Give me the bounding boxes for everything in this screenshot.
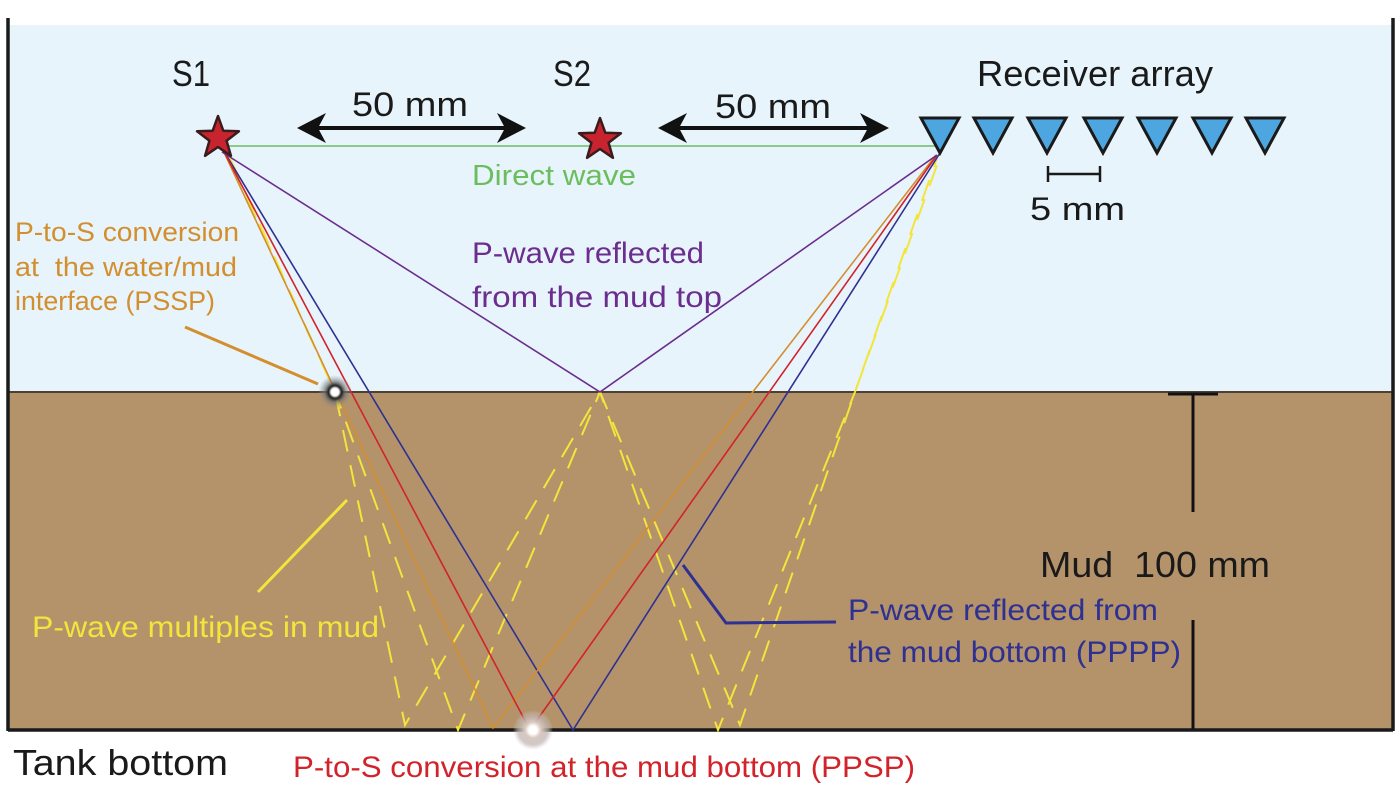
pssp-conversion-point	[318, 375, 352, 409]
direct-wave-label: Direct wave	[472, 160, 636, 192]
water-layer	[8, 25, 1393, 392]
multiples-pointer-line	[256, 498, 349, 594]
distance-s2-receivers-label: 50 mm	[715, 88, 831, 126]
pppp-pointer-line	[681, 564, 837, 625]
receiver-triangle-icon	[1243, 116, 1287, 157]
receiver-triangle-icon	[971, 116, 1015, 157]
tank-walls	[6, 18, 1395, 732]
mud-thickness-label: Mud 100 mm	[1040, 544, 1270, 585]
receiver-triangle-icon	[1190, 116, 1234, 157]
multiples-label: P-wave multiples in mud	[32, 611, 379, 644]
pssp-label-line-2: at the water/mud	[15, 252, 237, 282]
pppp-label-line-2: the mud bottom (PPPP)	[848, 636, 1181, 669]
receiver-triangle-icon	[918, 116, 962, 157]
distance-arrow-s2-receivers	[658, 113, 889, 143]
pppp-ray	[221, 147, 941, 732]
distance-s1-s2-label: 50 mm	[352, 86, 468, 124]
source-s2-star-icon	[577, 116, 623, 160]
pssp-label-line-3: interface (PSSP)	[15, 286, 215, 316]
tank-bottom-label: Tank bottom	[13, 742, 228, 783]
source-s2-label: S2	[553, 53, 591, 94]
mud-thickness-dimension	[1168, 392, 1218, 729]
mud-top-reflection-label-line-1: P-wave reflected	[472, 237, 704, 270]
receiver-triangle-icon	[1025, 116, 1069, 157]
receiver-triangle-icon	[1081, 116, 1125, 157]
receiver-triangle-icon	[1135, 116, 1179, 157]
receiver-array	[918, 116, 1287, 157]
receiver-spacing-scale-bar	[1046, 166, 1102, 182]
pssp-label-line-1: P-to-S conversion	[15, 217, 239, 247]
mud-top-reflection-label-line-2: from the mud top	[472, 281, 722, 314]
mud-top-reflection-ray	[221, 151, 938, 393]
mud-layer	[8, 392, 1393, 730]
distance-arrow-s1-s2	[297, 113, 526, 143]
receiver-spacing-label: 5 mm	[1030, 191, 1125, 227]
source-s1-label: S1	[172, 53, 210, 94]
pssp-ray	[221, 147, 937, 730]
pssp-pointer-line	[184, 325, 319, 386]
receiver-array-label: Receiver array	[977, 53, 1213, 94]
ppsp-conversion-point	[513, 710, 553, 750]
source-s1-star-icon	[195, 114, 241, 158]
pppp-label-line-1: P-wave reflected from	[848, 594, 1158, 627]
ppsp-label: P-to-S conversion at the mud bottom (PPS…	[293, 751, 915, 784]
